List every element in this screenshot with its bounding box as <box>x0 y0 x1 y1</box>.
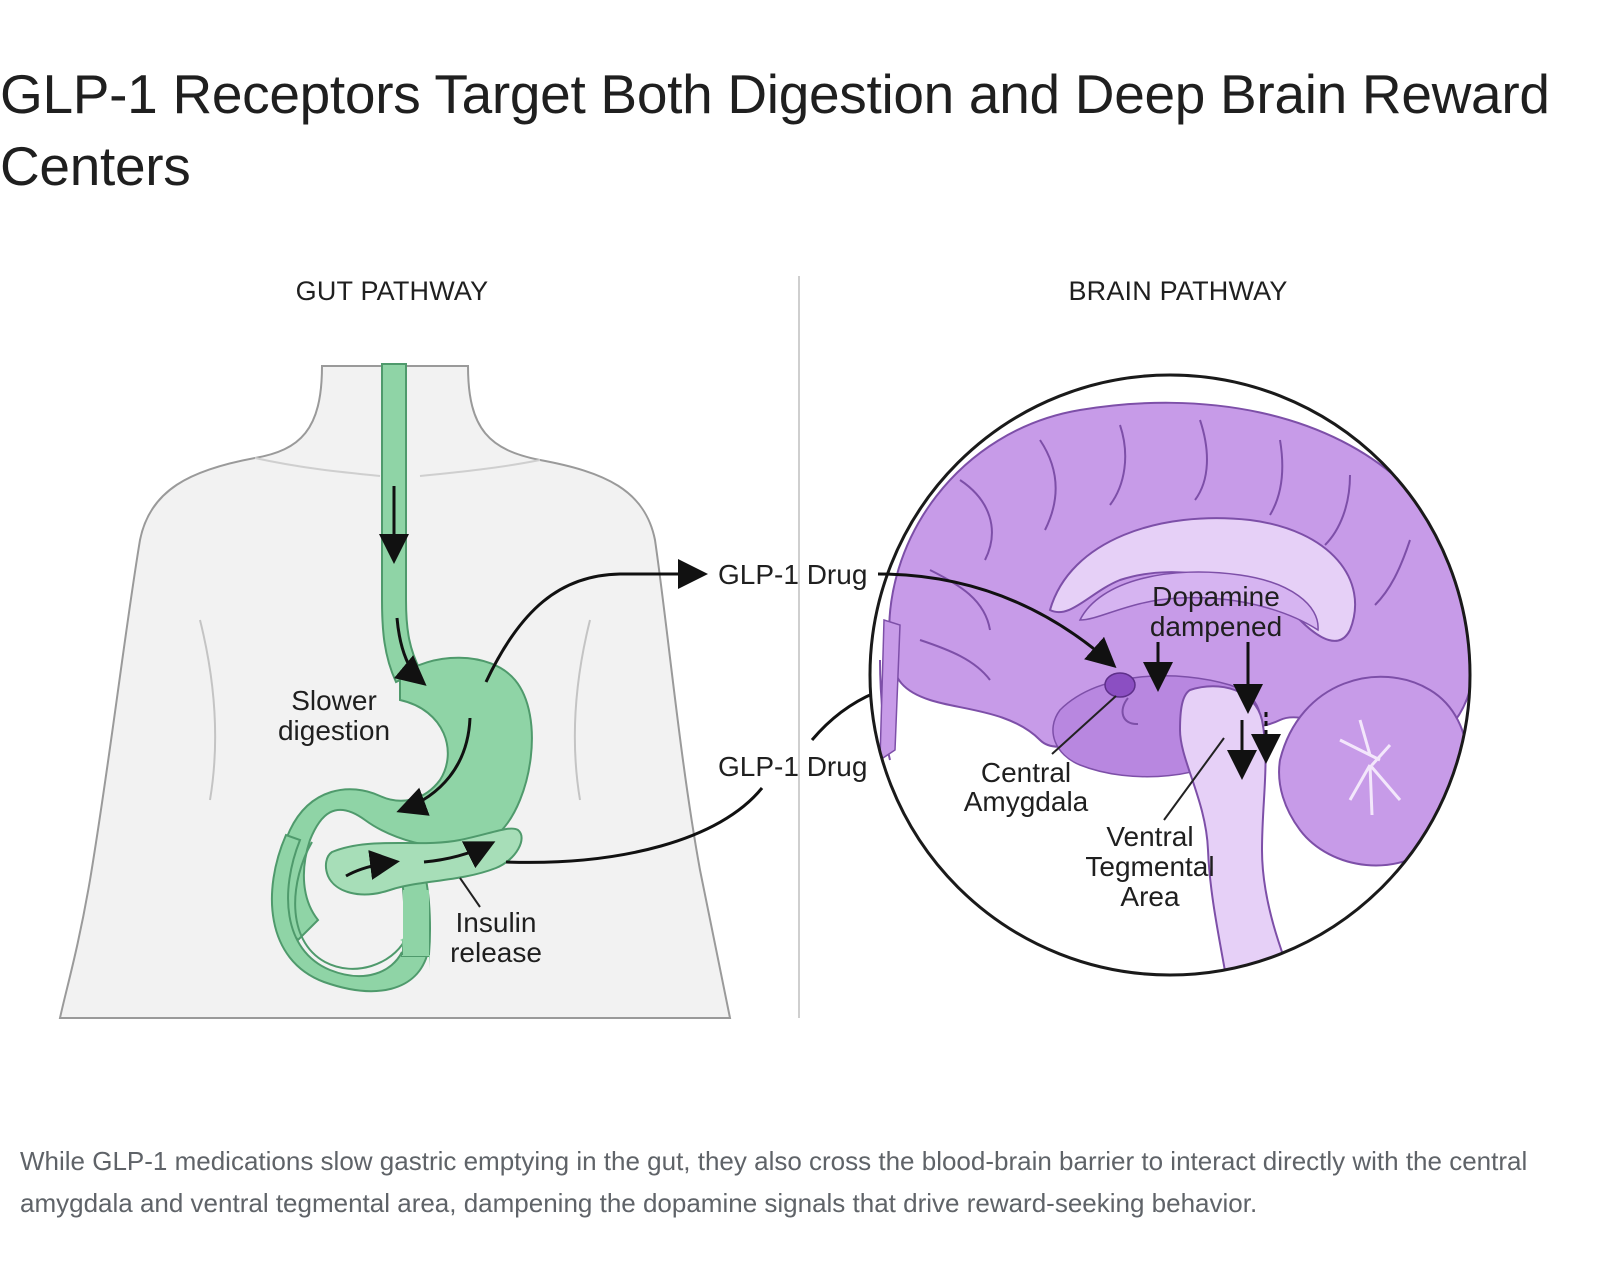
dopamine-dampened-label-line-2: dampened <box>1150 611 1282 642</box>
torso-contour-left <box>199 619 217 801</box>
glp1-diagram: GUT PATHWAY BRAIN PATHWAY Slower digesti… <box>0 240 1600 1080</box>
central-amygdala-label-line-2: Amygdala <box>964 786 1089 817</box>
slower-digestion-label-line-2: digestion <box>278 715 390 746</box>
stomach-flow-arrow <box>396 717 472 816</box>
page-title: GLP-1 Receptors Target Both Digestion an… <box>0 63 1550 197</box>
brain-circle-frame <box>868 373 1472 977</box>
corpus-callosum <box>1048 517 1356 642</box>
brain-illustration <box>870 375 1470 975</box>
insulin-release-label-line-1: Insulin <box>456 907 537 938</box>
amygdala-leader-line <box>1051 695 1117 755</box>
ventral-tegmental-label-line-3: Area <box>1120 881 1180 912</box>
ventral-tegmental-label-line-2: Tegmental <box>1085 851 1214 882</box>
figure-caption: While GLP-1 medications slow gastric emp… <box>20 1146 1528 1218</box>
ventral-tegmental-label-line-1: Ventral <box>1106 821 1193 852</box>
pancreas-flow-arrow-1 <box>345 850 400 880</box>
clavicle-right <box>419 459 541 477</box>
brain-pathway-header: BRAIN PATHWAY <box>1068 276 1287 306</box>
torso-silhouette <box>58 365 732 1019</box>
lateral-ventricle <box>1078 571 1319 632</box>
pancreas-flow-arrow-2 <box>423 841 496 869</box>
stomach-entry-arrow <box>393 617 427 686</box>
cortical-gyri <box>919 419 1411 681</box>
descending-limb-fill <box>403 890 429 956</box>
insulin-leader-line <box>459 877 481 908</box>
diagram-svg: GUT PATHWAY BRAIN PATHWAY Slower digesti… <box>58 276 1472 1019</box>
drug-arrow-from-pancreas <box>505 787 764 864</box>
arbor-vitae <box>1339 719 1402 816</box>
glp1-drug-label-top: GLP-1 Drug <box>718 559 867 590</box>
drug-arrow-from-stomach <box>484 559 708 683</box>
gut-pathway-header: GUT PATHWAY <box>296 276 489 306</box>
vta-leader-line <box>1163 737 1225 821</box>
brainstem <box>1178 685 1302 975</box>
skull-edge-fragment <box>879 618 901 762</box>
clavicle-left <box>254 457 381 477</box>
slower-digestion-label-line-1: Slower <box>291 685 377 716</box>
insulin-release-label-line-2: release <box>450 937 542 968</box>
drug-arrow-to-amygdala <box>877 572 1117 668</box>
dopamine-dampened-label-line-1: Dopamine <box>1152 581 1280 612</box>
torso-contour-right <box>573 619 591 801</box>
hypothalamus-outline <box>1121 697 1139 726</box>
central-amygdala-marker <box>1104 672 1136 698</box>
glp1-drug-label-bottom: GLP-1 Drug <box>718 751 867 782</box>
central-amygdala-label-line-1: Central <box>981 757 1071 788</box>
